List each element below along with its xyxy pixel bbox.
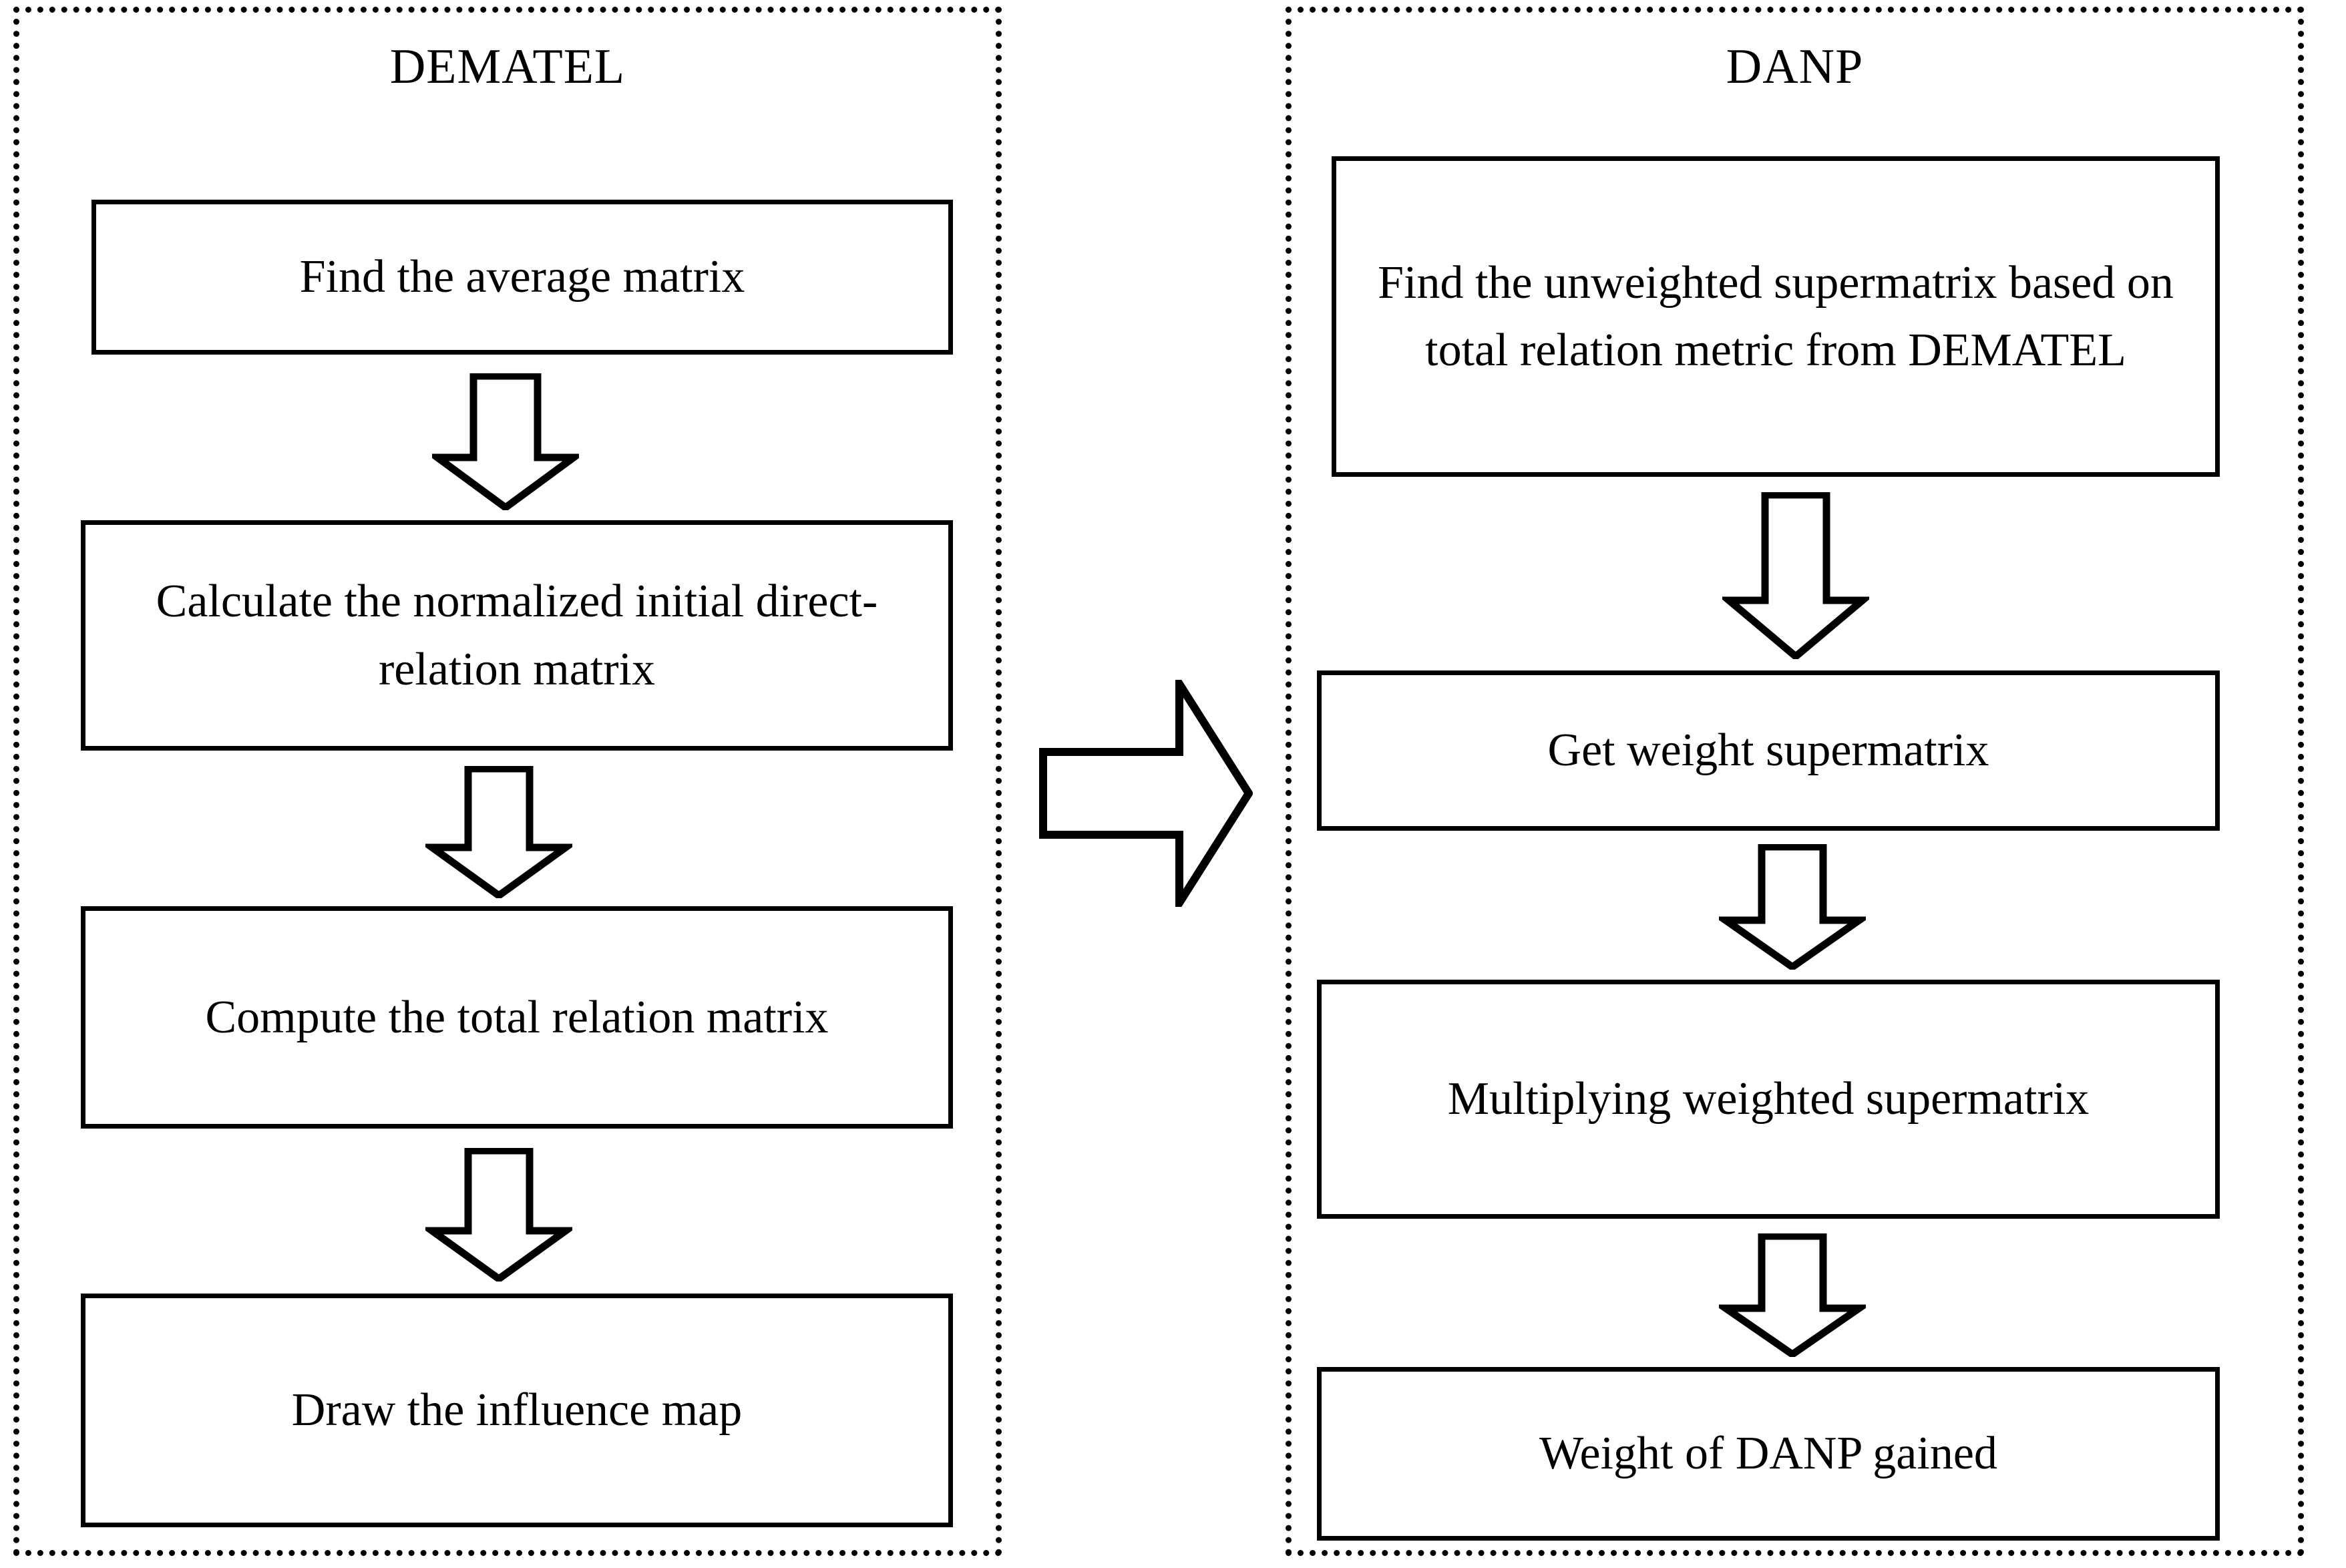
step-box-weight-of-danp[interactable]: Weight of DANP gained: [1317, 1367, 2220, 1541]
step-box-influence-map[interactable]: Draw the influence map: [81, 1294, 953, 1527]
arrow-down-icon-dematel-2: [425, 766, 572, 898]
step-box-weight-supermatrix[interactable]: Get weight supermatrix: [1317, 670, 2220, 831]
step-label-unweighted-supermatrix: Find the unweighted supermatrix based on…: [1378, 256, 2174, 377]
step-box-normalized-matrix[interactable]: Calculate the normalized initial direct-…: [81, 520, 953, 751]
step-label-multiplying-weighted-supermatrix: Multiplying weighted supermatrix: [1447, 1073, 2090, 1125]
panel-title-danp: DANP: [1726, 39, 1864, 94]
panel-danp: DANP Find the unweighted supermatrix bas…: [1286, 7, 2304, 1556]
step-box-total-relation-matrix[interactable]: Compute the total relation matrix: [81, 906, 953, 1129]
arrow-down-icon-dematel-1: [432, 373, 579, 510]
arrow-down-icon-danp-1: [1722, 492, 1869, 659]
panel-dematel: DEMATEL Find the average matrix Calculat…: [13, 7, 1002, 1556]
step-label-weight-of-danp: Weight of DANP gained: [1539, 1428, 1997, 1480]
arrow-down-icon-dematel-3: [425, 1148, 572, 1282]
step-box-multiplying-weighted-supermatrix[interactable]: Multiplying weighted supermatrix: [1317, 980, 2220, 1219]
arrow-down-icon-danp-2: [1719, 844, 1866, 970]
step-label-total-relation-matrix: Compute the total relation matrix: [205, 991, 829, 1043]
step-label-influence-map: Draw the influence map: [291, 1384, 743, 1436]
step-label-normalized-matrix: Calculate the normalized initial direct-…: [156, 576, 878, 695]
step-label-weight-supermatrix: Get weight supermatrix: [1547, 725, 1989, 777]
arrow-down-icon-danp-3: [1719, 1233, 1866, 1357]
step-label-average-matrix: Find the average matrix: [299, 251, 745, 303]
arrow-right-icon-dematel-to-danp: [1039, 680, 1253, 907]
panel-title-dematel: DEMATEL: [389, 39, 626, 94]
step-box-unweighted-supermatrix[interactable]: Find the unweighted supermatrix based on…: [1332, 156, 2220, 477]
step-box-average-matrix[interactable]: Find the average matrix: [91, 200, 953, 355]
